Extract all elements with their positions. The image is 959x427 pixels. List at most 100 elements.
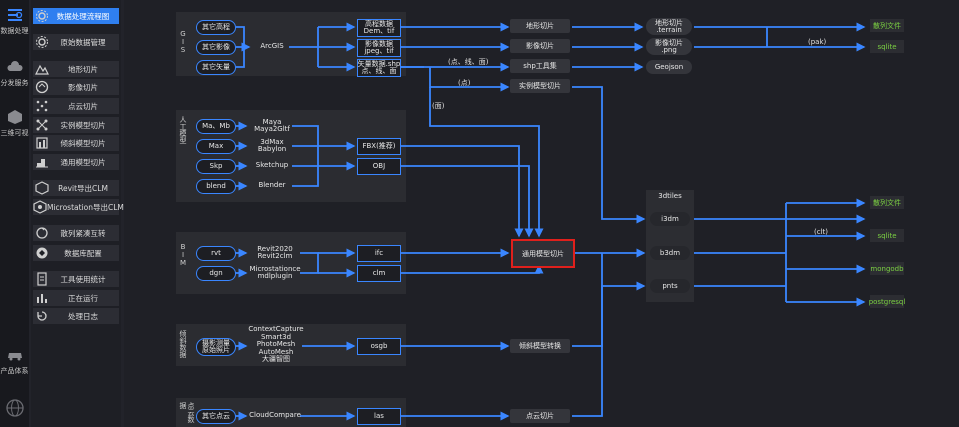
- format-fbx[interactable]: FBX(推荐): [357, 138, 401, 155]
- output-b3dm[interactable]: b3dm: [650, 246, 690, 260]
- source-rvt[interactable]: rvt: [196, 246, 236, 261]
- output-postgresql[interactable]: postgresql: [869, 295, 905, 308]
- tool-oblique-software: ContextCapture Smart3d PhotoMesh AutoMes…: [248, 325, 304, 364]
- output-i3dm[interactable]: i3dm: [650, 212, 690, 226]
- process-terrain-tile[interactable]: 地形切片: [510, 19, 570, 33]
- menu-item-10[interactable]: 散列紧凑互转: [33, 225, 119, 241]
- source-max[interactable]: Max: [196, 139, 236, 154]
- format-las[interactable]: las: [357, 408, 401, 425]
- source-skp[interactable]: Skp: [196, 159, 236, 174]
- tool-maya: Maya Maya2Gltf: [254, 117, 290, 133]
- menu-item-7[interactable]: 通用模型切片: [33, 154, 119, 170]
- output-geojson[interactable]: Geojson: [646, 60, 692, 74]
- car-icon: [7, 353, 22, 361]
- source-other-imagery[interactable]: 其它影像: [196, 40, 236, 55]
- tool-3dmax: 3dMax Babylon: [257, 137, 287, 153]
- oblique-icon: [33, 135, 51, 151]
- database-icon: [33, 245, 51, 261]
- source-dgn[interactable]: dgn: [196, 266, 236, 281]
- menu-item-2[interactable]: 地形切片: [33, 61, 119, 77]
- cube-icon: [7, 110, 22, 124]
- menu-item-4[interactable]: 点云切片: [33, 98, 119, 114]
- menu-item-label: Microstation导出CLM: [47, 202, 124, 212]
- group-title-pointcloud: 点云数据: [179, 402, 195, 423]
- menu-item-3[interactable]: 影像切片: [33, 79, 119, 95]
- running-icon: [33, 290, 51, 306]
- menu-item-label: 原始数据管理: [60, 37, 106, 47]
- output-image-tile[interactable]: 影像切片 .png: [646, 38, 692, 55]
- process-instance-model[interactable]: 实例模型切片: [510, 79, 570, 93]
- nav-label: 分发服务: [0, 79, 29, 87]
- gear-icon: [33, 34, 51, 50]
- format-vector[interactable]: 矢量数据.shp 点、线、面: [357, 59, 401, 77]
- nav-product[interactable]: 产品体系: [0, 346, 29, 376]
- menu-item-label: 影像切片: [68, 82, 98, 92]
- menu-item-11[interactable]: 数据库配置: [33, 245, 119, 261]
- function-menu: 数据处理流程图原始数据管理地形切片影像切片点云切片实例模型切片倾斜模型切片通用模…: [31, 0, 124, 427]
- menu-item-9[interactable]: Microstation导出CLM: [33, 199, 124, 215]
- cloud-icon: [6, 61, 23, 71]
- menu-item-12[interactable]: 工具使用统计: [33, 271, 119, 287]
- source-other-elevation[interactable]: 其它高程: [196, 20, 236, 35]
- process-image-tile[interactable]: 影像切片: [510, 39, 570, 53]
- tool-microstation: Microstationce mdlplugin: [249, 264, 301, 280]
- menu-item-label: 点云切片: [68, 101, 98, 111]
- output-pnts[interactable]: pnts: [650, 279, 690, 293]
- connector-lines: [234, 22, 866, 421]
- process-shp-tools[interactable]: shp工具集: [510, 59, 570, 73]
- source-blend[interactable]: blend: [196, 179, 236, 194]
- note-clt: (clt): [814, 228, 828, 236]
- image-icon: [33, 79, 51, 95]
- output-hash-file-2[interactable]: 散列文件: [870, 196, 904, 209]
- format-osgb[interactable]: osgb: [357, 338, 401, 355]
- source-other-pointcloud[interactable]: 其它点云: [196, 409, 236, 424]
- note-pak: (pak): [808, 38, 827, 46]
- group-title-gis: GIS: [179, 30, 187, 54]
- source-other-vector[interactable]: 其它矢量: [196, 60, 236, 75]
- menu-item-1[interactable]: 原始数据管理: [33, 34, 119, 50]
- nav-3d-visual[interactable]: 三维可视: [0, 108, 29, 138]
- output-mongodb[interactable]: mongodb: [870, 262, 904, 275]
- format-obj[interactable]: OBJ: [357, 158, 401, 175]
- nav-label: 三维可视: [0, 129, 29, 137]
- group-title-manual: 人工模型: [179, 116, 187, 144]
- terrain-icon: [33, 61, 51, 77]
- menu-item-5[interactable]: 实例模型切片: [33, 117, 119, 133]
- tool-cloudcompare: CloudCompare: [249, 411, 301, 420]
- output-sqlite-2[interactable]: sqlite: [870, 229, 904, 242]
- nav-label: 数据处理: [0, 27, 29, 35]
- format-imagery[interactable]: 影像数据 jpeg、tif: [357, 39, 401, 57]
- menu-item-label: 地形切片: [68, 64, 98, 74]
- pointcloud-icon: [33, 98, 51, 114]
- left-nav: 数据处理 分发服务 三维可视 产品体系: [0, 0, 29, 427]
- source-photogrammetry[interactable]: 摄影测量 原始照片: [196, 338, 236, 356]
- menu-item-14[interactable]: 处理日志: [33, 308, 119, 324]
- tool-arcgis: ArcGIS: [260, 42, 284, 51]
- convert-icon: [33, 225, 51, 241]
- menu-item-6[interactable]: 倾斜模型切片: [33, 135, 119, 151]
- nav-globe[interactable]: [0, 398, 29, 420]
- menu-item-8[interactable]: Revit导出CLM: [33, 180, 119, 196]
- menu-item-label: 倾斜模型切片: [60, 138, 106, 148]
- menu-item-13[interactable]: 正在运行: [33, 290, 119, 306]
- process-oblique-convert[interactable]: 倾斜模型转换: [510, 339, 570, 353]
- format-ifc[interactable]: ifc: [357, 245, 401, 262]
- output-hash-file-1[interactable]: 散列文件: [870, 19, 904, 32]
- tool-sketchup: Sketchup: [255, 161, 289, 170]
- format-clm[interactable]: clm: [357, 265, 401, 282]
- output-terrain-tile[interactable]: 地形切片 .terrain: [646, 18, 692, 35]
- output-sqlite-1[interactable]: sqlite: [870, 40, 904, 53]
- model-icon: [33, 154, 51, 170]
- menu-item-0[interactable]: 数据处理流程图: [33, 8, 119, 24]
- data-process-icon: [7, 9, 22, 21]
- note-point-line-face: (点、线、面): [448, 58, 489, 66]
- format-elevation[interactable]: 高程数据 Dem、tif: [357, 19, 401, 37]
- source-ma-mb[interactable]: Ma、Mb: [196, 119, 236, 134]
- nav-data-process[interactable]: 数据处理: [0, 6, 29, 36]
- process-pointcloud-tile[interactable]: 点云切片: [510, 409, 570, 423]
- flow-diagram: GIS 人工模型 BIM 倾斜数据 点云数据: [124, 0, 959, 427]
- menu-item-label: 散列紧凑互转: [60, 228, 106, 238]
- process-general-model[interactable]: 通用模型切片: [511, 239, 575, 268]
- nav-distribution[interactable]: 分发服务: [0, 58, 29, 88]
- nav-label: 产品体系: [0, 367, 29, 375]
